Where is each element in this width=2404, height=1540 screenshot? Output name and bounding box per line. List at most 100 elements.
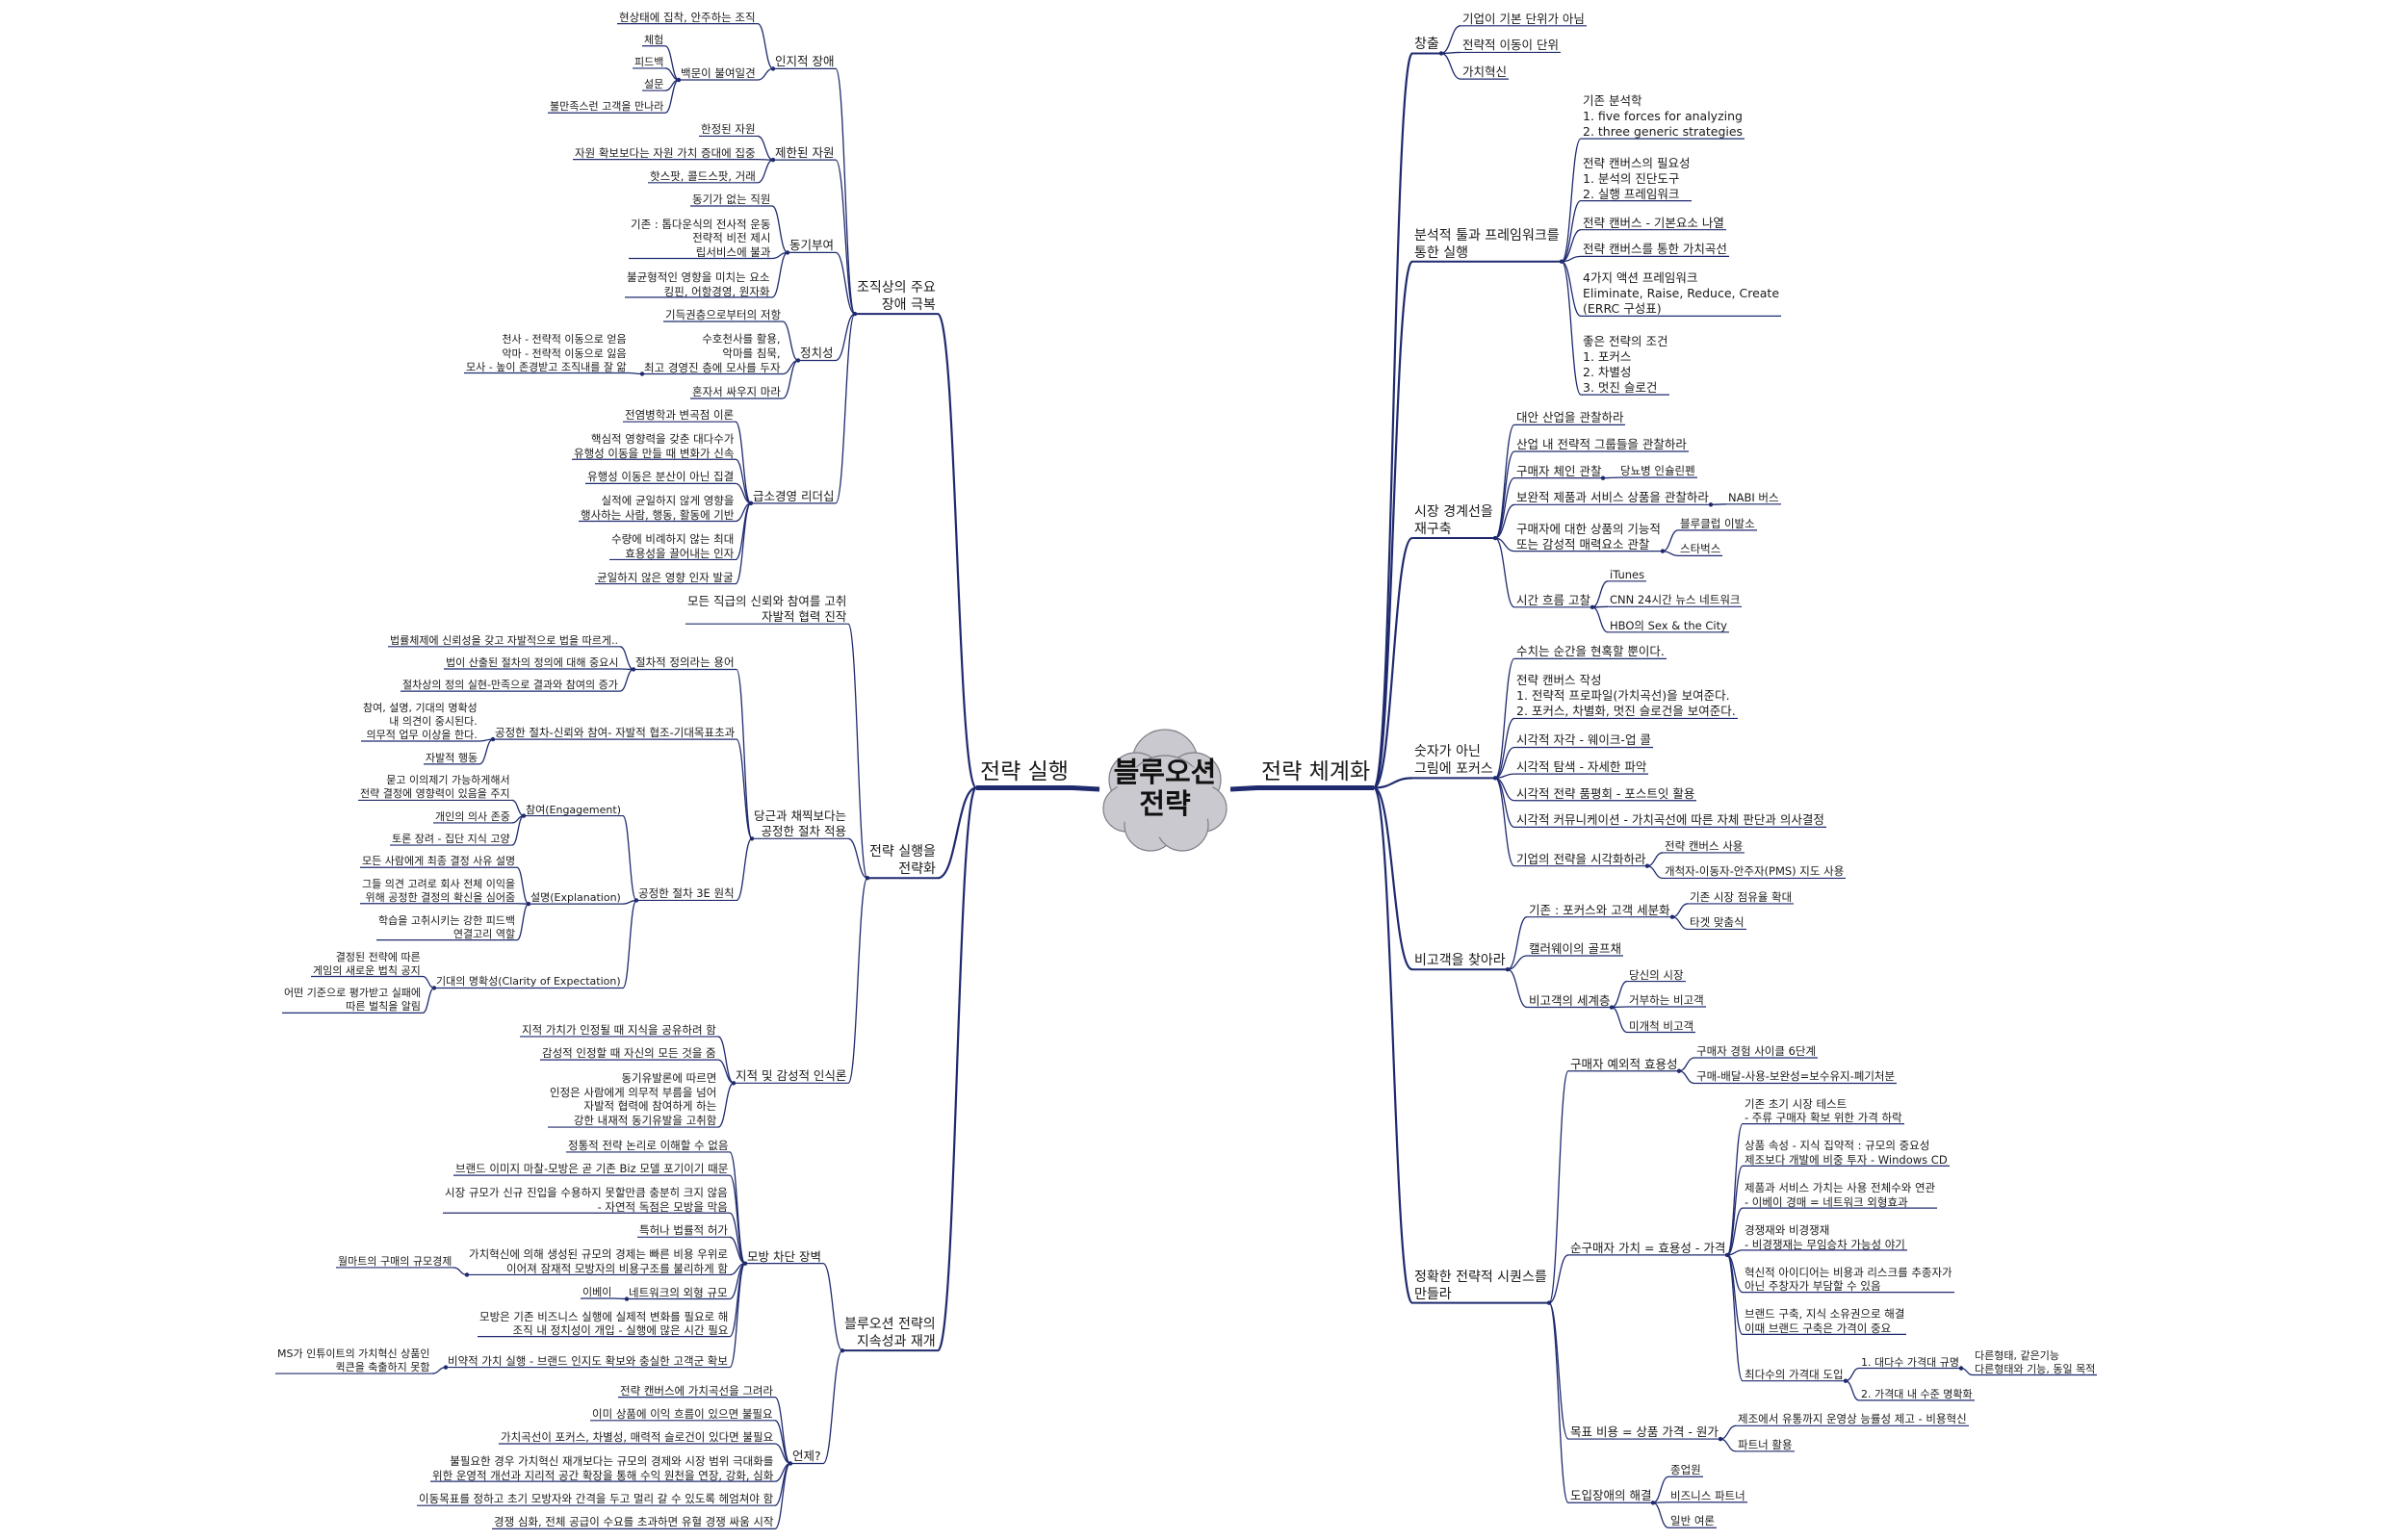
topic-구매자-체인-관찰[interactable]: 구매자 체인 관찰: [1516, 463, 1602, 478]
topic-불필요한-경우-가치혁신-재개보다는-규모의-경제와-시장-범위-극대화를-위한[interactable]: 불필요한 경우 가치혁신 재개보다는 규모의 경제와 시장 범위 극대화를 위한…: [432, 1454, 774, 1482]
topic-가치곡선이-포커스-차별성-매력적-슬로건이-있다면-불필요[interactable]: 가치곡선이 포커스, 차별성, 매력적 슬로건이 있다면 불필요: [501, 1430, 774, 1444]
topic-절차상의-정의-실현-만족으로-결과와-참여의-증가[interactable]: 절차상의 정의 실현-만족으로 결과와 참여의 증가: [402, 679, 618, 692]
topic-경쟁-심화-전체-공급이-수요를-초과하면-유혈-경쟁-싸움-시작[interactable]: 경쟁 심화, 전체 공급이 수요를 초과하면 유혈 경쟁 싸움 시작: [494, 1515, 774, 1529]
topic-법이-산출된-절차의-정의에-대해-중요시[interactable]: 법이 산출된 절차의 정의에 대해 중요시: [446, 655, 619, 669]
topic-공정한-절차-신뢰와-참여-자발적-협조-기대목표초과[interactable]: 공정한 절차-신뢰와 참여- 자발적 협조-기대목표초과: [495, 726, 736, 740]
topic-수량에-비례하지-않는-최대-효용성을-끌어내는-인자[interactable]: 수량에 비례하지 않는 최대 효용성을 끌어내는 인자: [611, 532, 735, 561]
topic-타겟-맞춤식[interactable]: 타겟 맞춤식: [1690, 915, 1745, 930]
topic-정치성[interactable]: 정치성: [800, 346, 834, 361]
main-branch-전략-체계화[interactable]: 전략 체계화: [1261, 758, 1371, 784]
topic-자발적-행동[interactable]: 자발적 행동: [426, 751, 478, 764]
topic-가치혁신에-의해-생성된-규모의-경제는-빠른-비용-우위로-이어져-잠재적-모[interactable]: 가치혁신에 의해 생성된 규모의 경제는 빠른 비용 우위로 이어져 잠재적 모…: [469, 1247, 728, 1276]
topic-전략적-이동이-단위[interactable]: 전략적 이동이 단위: [1462, 38, 1559, 53]
topic-기업의-전략을-시각화하라[interactable]: 기업의 전략을 시각화하라: [1516, 851, 1646, 866]
topic-좋은-전략의-조건-1-포커스-2-차별성-3-멋진-슬로건[interactable]: 좋은 전략의 조건 1. 포커스 2. 차별성 3. 멋진 슬로건: [1583, 334, 1668, 396]
topic-순구매자-가치-효용성-가격[interactable]: 순구매자 가치 = 효용성 - 가격: [1570, 1240, 1726, 1255]
topic-기대의-명확성-clarity-of-expectation[interactable]: 기대의 명확성(Clarity of Expectation): [436, 975, 621, 988]
topic-종업원[interactable]: 종업원: [1670, 1463, 1701, 1477]
topic-구매자-예외적-효용성[interactable]: 구매자 예외적 효용성: [1570, 1056, 1678, 1071]
topic-그들-의견-고려로-회사-전체-이익을-위해-공정한-결정의-확신을-심어줌[interactable]: 그들 의견 고려로 회사 전체 이익을 위해 공정한 결정의 확신을 심어줌: [362, 877, 516, 904]
topic-설명-explanation[interactable]: 설명(Explanation): [530, 891, 621, 905]
topic-이미-상품에-이익-흐름이-있으면-불필요[interactable]: 이미 상품에 이익 흐름이 있으면 불필요: [592, 1406, 773, 1421]
topic-핫스팟-콜드스팟-거래[interactable]: 핫스팟, 콜드스팟, 거래: [650, 168, 756, 183]
topic-전략-실행을-전략화[interactable]: 전략 실행을 전략화: [869, 844, 936, 878]
topic-전략-캔버스-작성-1-전략적-프로파일-가치곡선-을-보여준다-2-포커스-차[interactable]: 전략 캔버스 작성 1. 전략적 프로파일(가치곡선)을 보여준다. 2. 포커…: [1516, 673, 1736, 719]
topic-토론-장려-집단-지식-고양[interactable]: 토론 장려 - 집단 지식 고양: [392, 833, 510, 846]
topic-지적-가치가-인정될-때-지식을-공유하려-함[interactable]: 지적 가치가 인정될 때 지식을 공유하려 함: [522, 1022, 716, 1037]
topic-구매자에-대한-상품의-기능적-또는-감성적-매력요소-관찰[interactable]: 구매자에 대한 상품의 기능적 또는 감성적 매력요소 관찰: [1516, 521, 1661, 552]
topic-제조에서-유통까지-운영상-능률성-제고-비용혁신[interactable]: 제조에서 유통까지 운영상 능률성 제고 - 비용혁신: [1738, 1412, 1967, 1426]
topic-hbo의-sex-the-city[interactable]: HBO의 Sex & the City: [1610, 618, 1727, 632]
topic-구매-배달-사용-보완성-보수유지-폐기처분[interactable]: 구매-배달-사용-보완성=보수유지-폐기처분: [1696, 1069, 1896, 1084]
topic-모방은-기존-비즈니스-실행에-실제적-변화를-필요로-해-조직-내-정치성이-[interactable]: 모방은 기존 비즈니스 실행에 실제적 변화를 필요로 해 조직 내 정치성이 …: [479, 1309, 729, 1338]
topic-동기유발론에-따르면-인정은-사람에게-의무적-부름을-넘어-자발적-협력에-참[interactable]: 동기유발론에 따르면 인정은 사람에게 의무적 부름을 넘어 자발적 협력에 참…: [550, 1071, 717, 1128]
topic-월마트의-구매의-규모경제[interactable]: 월마트의 구매의 규모경제: [338, 1254, 452, 1268]
topic-nabi-버스[interactable]: NABI 버스: [1728, 490, 1779, 504]
topic-시간-흐름-고찰[interactable]: 시간 흐름 고찰: [1516, 592, 1590, 607]
topic-전염병학과-변곡점-이론[interactable]: 전염병학과 변곡점 이론: [625, 408, 735, 423]
topic-정확한-전략적-시퀀스를-만들라[interactable]: 정확한 전략적 시퀀스를 만들라: [1414, 1269, 1547, 1302]
topic-이베이[interactable]: 이베이: [582, 1286, 612, 1298]
topic-조직상의-주요-장애-극복[interactable]: 조직상의 주요 장애 극복: [857, 280, 936, 313]
topic-천사-전략적-이동으로-얻음-악마-전략적-이동으로-잃음-모사-높이-존경받고[interactable]: 천사 - 전략적 이동으로 얻음 악마 - 전략적 이동으로 잃음 모사 - 높…: [466, 333, 627, 373]
topic-피드백[interactable]: 피드백: [634, 55, 664, 68]
topic-창출[interactable]: 창출: [1414, 37, 1439, 53]
topic-시각적-자각-웨이크-업-콜[interactable]: 시각적 자각 - 웨이크-업 콜: [1516, 732, 1651, 748]
topic-균일하지-않은-영향-인자-발굴[interactable]: 균일하지 않은 영향 인자 발굴: [597, 570, 734, 584]
topic-비고객의-세계층[interactable]: 비고객의 세계층: [1529, 992, 1611, 1008]
topic-학습을-고취시키는-강한-피드백-연결고리-역할[interactable]: 학습을 고취시키는 강한 피드백 연결고리 역할: [378, 913, 516, 940]
topic-도입장애의-해결[interactable]: 도입장애의 해결: [1570, 1488, 1652, 1503]
topic-브랜드-구축-지식-소유권으로-해결-이때-브랜드-구축은-가격이-중요[interactable]: 브랜드 구축, 지식 소유권으로 해결 이때 브랜드 구축은 가격이 중요: [1745, 1307, 1905, 1336]
topic-언제[interactable]: 언제?: [792, 1449, 821, 1464]
topic-제품과-서비스-가치는-사용-전체수와-연관-이베이-경매-네트워크-외형효과[interactable]: 제품과 서비스 가치는 사용 전체수와 연관 - 이베이 경매 = 네트워크 외…: [1745, 1181, 1936, 1209]
topic-비약적-가치-실행-브랜드-인지도-확보와-충실한-고객군-확보[interactable]: 비약적 가치 실행 - 브랜드 인지도 확보와 충실한 고객군 확보: [448, 1353, 728, 1368]
topic-전략-캔버스의-필요성-1-분석의-진단도구-2-실행-프레임워크[interactable]: 전략 캔버스의 필요성 1. 분석의 진단도구 2. 실행 프레임워크: [1583, 155, 1691, 201]
topic-itunes[interactable]: iTunes: [1610, 567, 1645, 581]
topic-묻고-이의제기-가능하게해서-전략-결정에-영향력이-있음을-주지[interactable]: 묻고 이의제기 가능하게해서 전략 결정에 영향력이 있음을 주지: [360, 774, 510, 801]
topic-공정한-절차-3e-원칙[interactable]: 공정한 절차 3E 원칙: [638, 886, 735, 901]
topic-자원-확보보다는-자원-가치-증대에-집중[interactable]: 자원 확보보다는 자원 가치 증대에 집중: [575, 145, 756, 160]
topic-산업-내-전략적-그룹들을-관찰하라[interactable]: 산업 내 전략적 그룹들을 관찰하라: [1516, 437, 1687, 452]
topic-기업이-기본-단위가-아님[interactable]: 기업이 기본 단위가 아님: [1462, 11, 1585, 26]
topic-한정된-자원[interactable]: 한정된 자원: [701, 122, 756, 137]
topic-미개척-비고객[interactable]: 미개척 비고객: [1629, 1018, 1694, 1033]
topic-모방-차단-장벽[interactable]: 모방 차단 장벽: [747, 1248, 821, 1264]
topic-기존-시장-점유율-확대[interactable]: 기존 시장 점유율 확대: [1690, 889, 1793, 904]
topic-불균형적인-영향을-미치는-요소-킹핀-어항경영-원자화[interactable]: 불균형적인 영향을 미치는 요소 킹핀, 어항경영, 원자화: [627, 270, 770, 298]
topic-일반-여론[interactable]: 일반 여론: [1670, 1514, 1715, 1528]
topic-전략-캔버스-기본요소-나열[interactable]: 전략 캔버스 - 기본요소 나열: [1583, 215, 1724, 230]
topic-보완적-제품과-서비스-상품을-관찰하라[interactable]: 보완적 제품과 서비스 상품을 관찰하라: [1516, 490, 1709, 505]
topic-최다수의-가격대-도입[interactable]: 최다수의 가격대 도입: [1745, 1367, 1844, 1381]
topic-정통적-전략-논리로-이해할-수-없음[interactable]: 정통적 전략 논리로 이해할 수 없음: [568, 1138, 729, 1152]
topic-대안-산업을-관찰하라[interactable]: 대안 산업을 관찰하라: [1516, 410, 1624, 425]
topic-네트워크의-외형-규모[interactable]: 네트워크의 외형 규모: [629, 1285, 728, 1299]
topic-스타벅스[interactable]: 스타벅스: [1680, 542, 1721, 556]
topic-절차적-정의라는-용어[interactable]: 절차적 정의라는 용어: [635, 655, 735, 670]
topic-수치는-순간을-현혹할-뿐이다[interactable]: 수치는 순간을 현혹할 뿐이다.: [1516, 644, 1665, 659]
topic-전략-캔버스에-가치곡선을-그려라[interactable]: 전략 캔버스에 가치곡선을 그려라: [620, 1383, 774, 1398]
topic-모든-직급의-신뢰와-참여를-고취-자발적-협력-진작[interactable]: 모든 직급의 신뢰와 참여를 고취 자발적 협력 진작: [687, 594, 847, 625]
topic-당신의-시장[interactable]: 당신의 시장: [1629, 967, 1684, 982]
topic-전략-캔버스-사용[interactable]: 전략 캔버스 사용: [1665, 838, 1744, 853]
topic-지적-및-감성적-인식론[interactable]: 지적 및 감성적 인식론: [736, 1068, 847, 1084]
topic-실적에-균일하지-않게-영향을-행사하는-사람-행동-활동에-기반[interactable]: 실적에 균일하지 않게 영향을 행사하는 사람, 행동, 활동에 기반: [581, 494, 735, 523]
topic-기존-포커스와-고객-세분화[interactable]: 기존 : 포커스와 고객 세분화: [1529, 902, 1670, 917]
central-topic[interactable]: 블루오션 전략: [1098, 724, 1232, 859]
topic-현상태에-집착-안주하는-조직[interactable]: 현상태에 집착, 안주하는 조직: [619, 10, 756, 24]
topic-목표-비용-상품-가격-원가[interactable]: 목표 비용 = 상품 가격 - 원가: [1570, 1424, 1719, 1440]
topic-캘러웨이의-골프채[interactable]: 캘러웨이의 골프채: [1529, 940, 1621, 956]
topic-시각적-커뮤니케이션-가치곡선에-따른-자체-판단과-의사결정[interactable]: 시각적 커뮤니케이션 - 가치곡선에 따른 자체 판단과 의사결정: [1516, 812, 1824, 828]
topic-경쟁재와-비경쟁재-비경쟁재는-무임승차-가능성-야기[interactable]: 경쟁재와 비경쟁재 - 비경쟁재는 무임승차 가능성 야기: [1745, 1222, 1905, 1251]
topic-1-대다수-가격대-규명[interactable]: 1. 대다수 가격대 규명: [1861, 1355, 1959, 1369]
topic-블루클럽-이발소[interactable]: 블루클럽 이발소: [1680, 516, 1755, 530]
main-branch-전략-실행[interactable]: 전략 실행: [980, 758, 1069, 784]
topic-숫자가-아닌-그림에-포커스[interactable]: 숫자가 아닌 그림에 포커스: [1414, 744, 1493, 778]
topic-구매자-경험-사이클-6단계[interactable]: 구매자 경험 사이클 6단계: [1696, 1043, 1817, 1058]
topic-어떤-기준으로-평가받고-실패에-따른-벌칙을-알림[interactable]: 어떤 기준으로 평가받고 실패에 따른 벌칙을 알림: [284, 987, 422, 1014]
topic-기존-분석학-1-five-forces-for-analyzing-2-thr[interactable]: 기존 분석학 1. five forces for analyzing 2. t…: [1583, 93, 1744, 140]
topic-전략-캔버스를-통한-가치곡선[interactable]: 전략 캔버스를 통한 가치곡선: [1583, 242, 1727, 257]
topic-시각적-전략-품평회-포스트잇-활용[interactable]: 시각적 전략 품평회 - 포스트잇 활용: [1516, 785, 1695, 801]
topic-분석적-툴과-프레임워크를-통한-실행[interactable]: 분석적 툴과 프레임워크를 통한 실행: [1414, 227, 1560, 261]
topic-핵심적-영향력을-갖춘-대다수가-유행성-이동을-만들-때-변화가-신속[interactable]: 핵심적 영향력을 갖춘 대다수가 유행성 이동을 만들 때 변화가 신속: [574, 432, 735, 460]
topic-cnn-24시간-뉴스-네트워크[interactable]: CNN 24시간 뉴스 네트워크: [1610, 593, 1741, 607]
